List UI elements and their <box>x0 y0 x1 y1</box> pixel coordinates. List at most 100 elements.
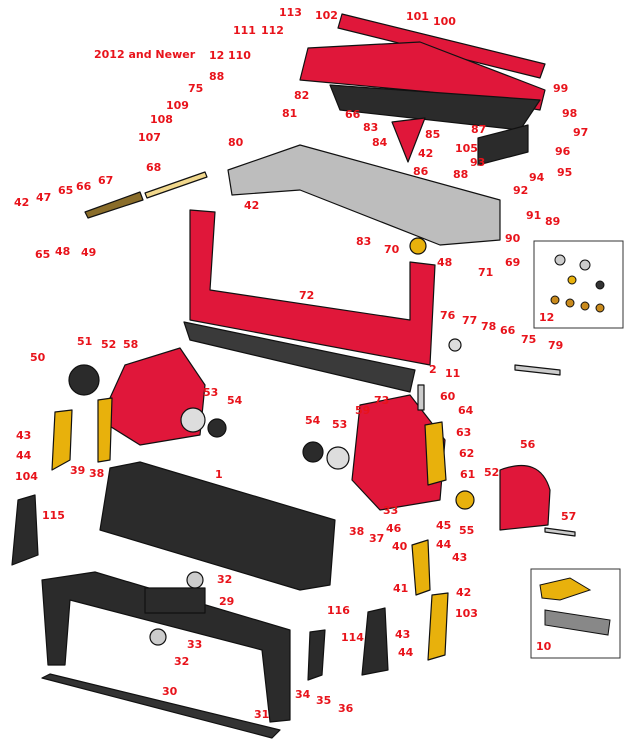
part-85-deflector <box>391 117 426 163</box>
callout-75: 75 <box>188 82 203 95</box>
callout-66: 66 <box>500 324 516 337</box>
callout-90: 90 <box>505 232 521 245</box>
callout-85: 85 <box>425 128 440 141</box>
callout-1: 1 <box>215 468 223 481</box>
callout-46: 46 <box>386 522 402 535</box>
callout-108: 108 <box>150 113 173 126</box>
callout-98: 98 <box>562 107 577 120</box>
callout-114: 114 <box>341 631 364 644</box>
note-2012-and-newer: 2012 and Newer <box>94 48 196 61</box>
callout-96: 96 <box>555 145 571 158</box>
callout-95: 95 <box>557 166 572 179</box>
callout-11: 11 <box>445 367 460 380</box>
callout-44: 44 <box>16 449 32 462</box>
callout-88: 88 <box>209 70 224 83</box>
callout-79: 79 <box>548 339 563 352</box>
part-77-bushing <box>448 338 462 352</box>
part-100-top-plate <box>299 41 546 111</box>
callout-112: 112 <box>261 24 284 37</box>
part-68-shaft <box>144 171 208 199</box>
part-59-right-sideplate <box>351 394 446 511</box>
callout-111: 111 <box>233 24 256 37</box>
callout-70: 70 <box>384 243 400 256</box>
callout-93: 93 <box>470 156 485 169</box>
callout-94: 94 <box>529 171 545 184</box>
part-104-bracket <box>51 409 73 471</box>
inset-12-part <box>550 295 560 305</box>
callout-80: 80 <box>228 136 244 149</box>
callout-83: 83 <box>363 121 378 134</box>
callout-42: 42 <box>418 147 433 160</box>
callout-40: 40 <box>392 540 408 553</box>
callout-49: 49 <box>81 246 96 259</box>
part-101-top-shield <box>337 13 546 79</box>
callout-43: 43 <box>395 628 410 641</box>
callout-29: 29 <box>219 595 234 608</box>
inset-12-part <box>595 280 605 290</box>
callout-63: 63 <box>456 426 471 439</box>
callout-107: 107 <box>138 131 161 144</box>
callout-59: 59 <box>355 404 370 417</box>
callout-102: 102 <box>315 9 338 22</box>
callout-104: 104 <box>15 470 38 483</box>
callout-33: 33 <box>383 504 398 517</box>
callout-51: 51 <box>77 335 92 348</box>
part-1-reel <box>99 461 336 591</box>
callout-30: 30 <box>162 685 178 698</box>
inset-12-part <box>595 303 605 313</box>
inset-12-part <box>565 298 575 308</box>
callout-44: 44 <box>436 538 452 551</box>
callout-67: 67 <box>98 174 113 187</box>
callout-60: 60 <box>440 390 456 403</box>
callout-72: 72 <box>299 289 314 302</box>
callout-113: 113 <box>279 6 302 19</box>
callout-105: 105 <box>455 142 478 155</box>
callout-115: 115 <box>42 509 65 522</box>
part-114-arm <box>361 607 389 676</box>
callout-32: 32 <box>174 655 189 668</box>
callout-53: 53 <box>332 418 347 431</box>
callout-47: 47 <box>36 191 51 204</box>
part-70-bearing <box>409 237 427 255</box>
part-54-seal-right <box>302 441 324 463</box>
callout-42: 42 <box>456 586 471 599</box>
callout-56: 56 <box>520 438 536 451</box>
callout-54: 54 <box>305 414 321 427</box>
callout-48: 48 <box>437 256 452 269</box>
callout-41: 41 <box>393 582 408 595</box>
callout-66: 66 <box>345 108 361 121</box>
callout-57: 57 <box>561 510 576 523</box>
callout-42: 42 <box>244 199 259 212</box>
callout-52: 52 <box>484 466 499 479</box>
inset-10-bolts <box>544 609 611 636</box>
inset-12-part <box>554 254 566 266</box>
inset-12-box <box>533 240 624 329</box>
callout-64: 64 <box>458 404 474 417</box>
part-frame <box>227 144 501 246</box>
callout-2: 2 <box>429 363 437 376</box>
callout-82: 82 <box>294 89 309 102</box>
callout-89: 89 <box>545 215 560 228</box>
callout-34: 34 <box>295 688 311 701</box>
callout-39: 39 <box>70 464 85 477</box>
callout-88: 88 <box>453 168 468 181</box>
part-103-bracket <box>427 592 449 661</box>
callout-45: 45 <box>436 519 451 532</box>
callout-50: 50 <box>30 351 46 364</box>
part-bedknife <box>183 321 416 393</box>
inset-12-part <box>567 275 577 285</box>
part-63-brackets <box>424 421 447 486</box>
callout-109: 109 <box>166 99 189 112</box>
callout-83: 83 <box>356 235 371 248</box>
callout-38: 38 <box>89 467 104 480</box>
part-67-shaft <box>84 191 144 219</box>
part-72-bar <box>189 209 436 366</box>
part-115-arm <box>11 494 39 566</box>
part-32-bushing-lower <box>149 628 167 646</box>
callout-86: 86 <box>413 165 429 178</box>
part-57-bolt <box>544 527 576 537</box>
callout-33: 33 <box>187 638 202 651</box>
callout-12: 12 <box>209 49 224 62</box>
callout-36: 36 <box>338 702 354 715</box>
